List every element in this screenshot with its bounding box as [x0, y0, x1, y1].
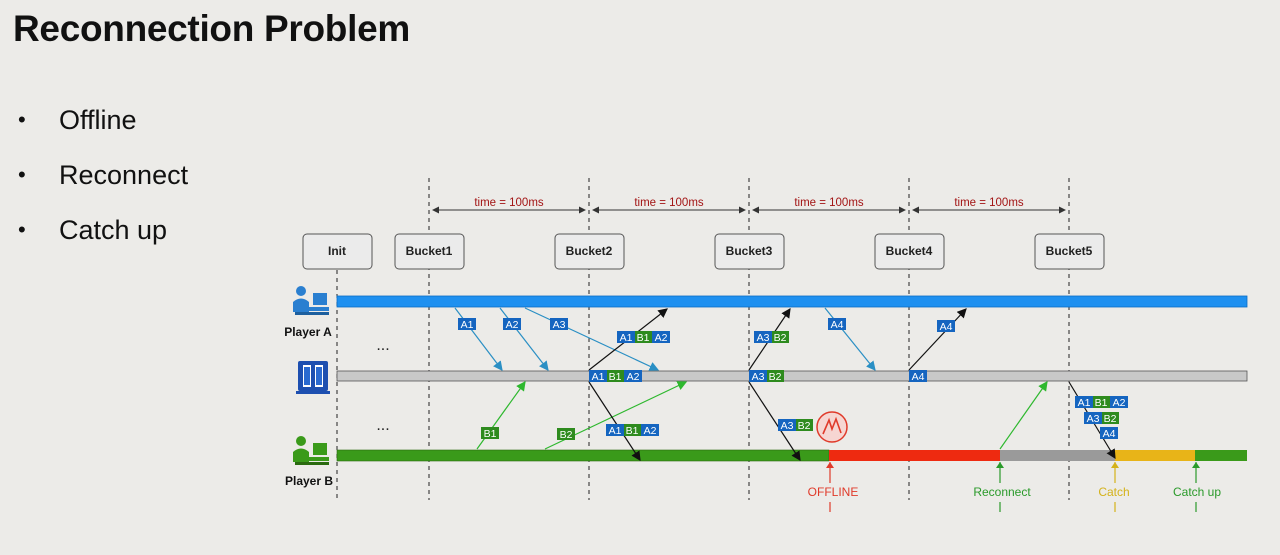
- reconnect-label: Reconnect: [973, 485, 1031, 499]
- packet-a3: A3: [752, 371, 765, 383]
- bucket-label: Bucket3: [726, 244, 773, 258]
- bullet-dot: •: [18, 162, 26, 187]
- bullet-dot: •: [18, 107, 26, 132]
- packet-a2: A2: [627, 371, 640, 383]
- player-b-timeline-reconnect: [1000, 450, 1115, 461]
- bucket-box-4: Bucket4: [874, 233, 945, 270]
- packet-a2: A2: [655, 332, 668, 344]
- catch-up-marker: Catch up: [1173, 462, 1221, 512]
- interval-label-4: time = 100ms: [954, 197, 1024, 209]
- catch-marker: Catch: [1098, 462, 1130, 512]
- player-b-icon: [293, 436, 329, 465]
- ellipsis-a: ...: [376, 337, 389, 354]
- slide-title: Reconnection Problem: [13, 8, 410, 49]
- server-timeline: [336, 370, 1248, 382]
- bucket-box-2: Bucket2: [554, 233, 625, 270]
- packet-labels: A1 A2 A3 A4 A1 B1 A2 A1 B1 A2 A3 B2 A3 B…: [458, 318, 1128, 441]
- time-intervals: time = 100ms time = 100ms time = 100ms t…: [432, 197, 1066, 214]
- offline-label: OFFLINE: [808, 485, 859, 499]
- packet-a1: A1: [1078, 397, 1091, 409]
- packet-a2: A2: [506, 319, 519, 331]
- packet-a4: A4: [912, 371, 925, 383]
- bucket-label: Bucket2: [566, 244, 613, 258]
- catch-label: Catch: [1098, 485, 1129, 499]
- bucket-label: Init: [328, 244, 346, 258]
- packet-b1: B1: [609, 371, 622, 383]
- packet-b1: B1: [637, 332, 650, 344]
- player-a-timeline: [336, 295, 1248, 308]
- packet-a1: A1: [461, 319, 474, 331]
- reconnect-marker: Reconnect: [973, 462, 1031, 512]
- player-a-icon: [293, 286, 329, 315]
- player-a-label: Player A: [284, 325, 332, 339]
- packet-b2: B2: [798, 420, 811, 432]
- bucket-box-3: Bucket3: [714, 233, 785, 270]
- player-b-label: Player B: [285, 474, 333, 488]
- lightning-icon: [816, 411, 848, 443]
- bullet-dot: •: [18, 217, 26, 242]
- player-b-timeline-catchup: [1115, 450, 1195, 461]
- packet-b2: B2: [560, 429, 573, 441]
- bullet-item-catch-up: • Catch up: [18, 208, 188, 263]
- server-icon: [296, 361, 330, 394]
- bullet-text: Offline: [59, 105, 137, 135]
- packet-a1: A1: [592, 371, 605, 383]
- bucket-divider-lines: [336, 178, 1070, 500]
- packet-a3: A3: [757, 332, 770, 344]
- packet-a2: A2: [644, 425, 657, 437]
- packet-b1: B1: [626, 425, 639, 437]
- packet-a4: A4: [1103, 428, 1116, 440]
- packet-b2: B2: [1104, 413, 1117, 425]
- offline-marker: OFFLINE: [808, 462, 859, 512]
- bucket-boxes: Init Bucket1 Bucket2 Bucket3 Bucket4 Buc…: [302, 233, 1105, 270]
- packet-a2: A2: [1113, 397, 1126, 409]
- packet-b1: B1: [1095, 397, 1108, 409]
- bullet-text: Catch up: [59, 215, 168, 245]
- packet-b2: B2: [774, 332, 787, 344]
- bucket-box-init: Init: [302, 233, 373, 270]
- bullet-item-offline: • Offline: [18, 98, 188, 153]
- packet-a3: A3: [781, 420, 794, 432]
- packet-a3: A3: [553, 319, 566, 331]
- packet-a4: A4: [831, 319, 844, 331]
- bucket-box-1: Bucket1: [394, 233, 465, 270]
- packet-a1: A1: [609, 425, 622, 437]
- ellipsis-b: ...: [376, 417, 389, 434]
- bullet-list: • Offline • Reconnect • Catch up: [18, 98, 188, 263]
- interval-label-3: time = 100ms: [794, 197, 864, 209]
- packet-a1: A1: [620, 332, 633, 344]
- bucket-label: Bucket1: [406, 244, 453, 258]
- packet-a3: A3: [1087, 413, 1100, 425]
- player-b-timeline-online: [336, 449, 830, 462]
- bullet-item-reconnect: • Reconnect: [18, 153, 188, 208]
- bucket-label: Bucket4: [886, 244, 933, 258]
- player-b-timeline-offline: [829, 450, 1000, 461]
- bucket-box-5: Bucket5: [1034, 233, 1105, 270]
- interval-label-1: time = 100ms: [474, 197, 544, 209]
- interval-label-2: time = 100ms: [634, 197, 704, 209]
- player-b-timeline-resumed: [1195, 450, 1247, 461]
- packet-b1: B1: [484, 428, 497, 440]
- bucket-label: Bucket5: [1046, 244, 1093, 258]
- packet-b2: B2: [769, 371, 782, 383]
- catch-up-label: Catch up: [1173, 485, 1221, 499]
- packet-a4: A4: [940, 321, 953, 333]
- bullet-text: Reconnect: [59, 160, 189, 190]
